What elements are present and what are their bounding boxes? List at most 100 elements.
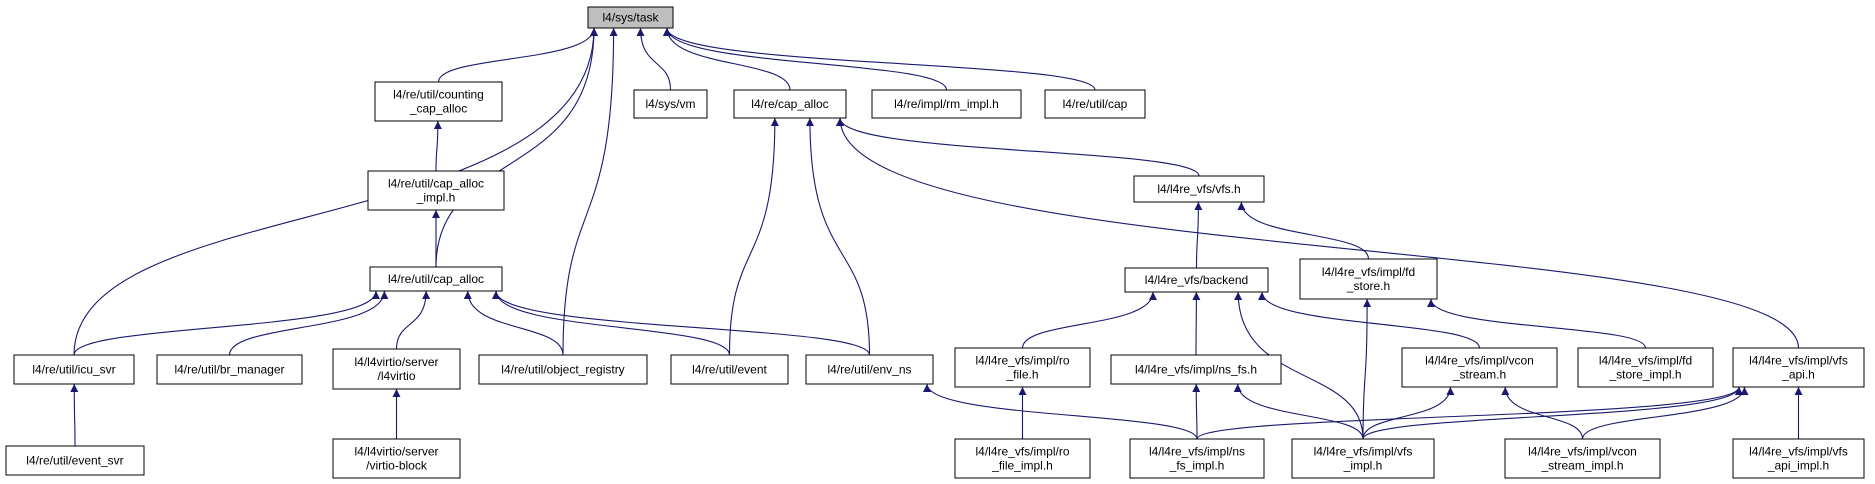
node-label: _api_impl.h: [1767, 459, 1829, 473]
node-box: [478, 354, 648, 385]
node-box: [1504, 438, 1661, 479]
edge-vcon_stream-to-backend: [1258, 291, 1481, 349]
edge-rm_impl-to-sys_task: [663, 27, 948, 91]
node-box: [369, 266, 503, 292]
node-label: l4/re/util/event_svr: [26, 454, 123, 468]
node-fd-store[interactable]: l4/l4re_vfs/impl/fd_store.h: [1299, 258, 1438, 300]
node-label: l4/re/util/counting: [393, 88, 484, 102]
edge-vfs_h-to-re_cap_alloc: [836, 117, 1200, 177]
node-vcon-stream[interactable]: l4/l4re_vfs/impl/vcon_stream.h: [1401, 347, 1558, 388]
node-ns-fs[interactable]: l4/l4re_vfs/impl/ns_fs.h: [1110, 354, 1282, 385]
node-util-cap[interactable]: l4/re/util/cap: [1044, 89, 1146, 119]
node-ro-file-impl[interactable]: l4/l4re_vfs/impl/ro_file_impl.h: [954, 438, 1091, 479]
node-box: [367, 170, 505, 211]
edge-backend-to-vfs_h: [1194, 201, 1203, 269]
edge-event-to-util_cap_alloc: [492, 290, 731, 356]
node-vcon-stream-impl[interactable]: l4/l4re_vfs/impl/vcon_stream_impl.h: [1504, 438, 1661, 479]
edge-icu_svr-to-sys_task: [73, 27, 598, 356]
node-label: l4/re/util/cap: [1063, 97, 1128, 111]
node-label: l4/sys/task: [602, 11, 659, 25]
node-label: l4/l4re_vfs/impl/fd: [1599, 354, 1692, 368]
node-label: _stream_impl.h: [1540, 459, 1623, 473]
node-box: [670, 354, 789, 385]
node-label: l4/l4re_vfs/impl/ns: [1149, 445, 1245, 459]
node-label: _impl.h: [416, 191, 456, 205]
node-box: [1133, 175, 1265, 203]
node-sys-vm[interactable]: l4/sys/vm: [633, 89, 708, 119]
node-box: [1124, 267, 1269, 293]
node-fd-store-impl[interactable]: l4/l4re_vfs/impl/fd_store_impl.h: [1577, 347, 1714, 388]
node-box: [587, 6, 674, 29]
node-event-svr[interactable]: l4/re/util/event_svr: [5, 445, 145, 476]
node-vfs-h[interactable]: l4/l4re_vfs/vfs.h: [1133, 175, 1265, 203]
node-event[interactable]: l4/re/util/event: [670, 354, 789, 385]
edge-fd_store-to-vfs_h: [1237, 201, 1370, 260]
node-vfs-api-impl[interactable]: l4/l4re_vfs/impl/vfs_api_impl.h: [1732, 438, 1865, 479]
edge-counting-to-sys_task: [437, 27, 598, 83]
edge-vfs_impl-to-backend: [1234, 291, 1364, 440]
node-layer: l4/sys/task l4/re/util/counting_cap_alloc…: [5, 6, 1865, 479]
node-label: _stream.h: [1452, 368, 1506, 382]
edge-sys_vm-to-sys_task: [636, 27, 672, 91]
edge-vfs_impl-to-ns_fs: [1233, 383, 1364, 440]
node-box: [1299, 258, 1438, 300]
node-label: l4/sys/vm: [645, 97, 695, 111]
node-label: _cap_alloc: [409, 102, 467, 116]
node-label: /virtio-block: [366, 459, 428, 473]
node-box: [871, 89, 1022, 119]
node-label: l4/l4re_vfs/impl/ns_fs.h: [1135, 363, 1257, 377]
node-label: l4/l4virtio/server: [354, 445, 438, 459]
node-label: l4/re/util/icu_svr: [32, 363, 115, 377]
node-label: l4/l4re_vfs/impl/ro: [975, 445, 1069, 459]
node-object-registry[interactable]: l4/re/util/object_registry: [478, 354, 648, 385]
node-label: l4/re/util/cap_alloc: [388, 272, 484, 286]
node-l4virtio[interactable]: l4/l4virtio/server/l4virtio: [332, 348, 461, 390]
node-icu-svr[interactable]: l4/re/util/icu_svr: [13, 354, 135, 385]
node-label: l4/re/util/event: [692, 363, 767, 377]
node-label: l4/re/util/cap_alloc: [388, 177, 484, 191]
node-box: [1129, 438, 1265, 479]
edge-ro_file-to-backend: [1021, 291, 1157, 349]
node-label: l4/l4re_vfs/vfs.h: [1157, 182, 1240, 196]
node-label: _impl.h: [1343, 459, 1383, 473]
node-ns-fs-impl[interactable]: l4/l4re_vfs/impl/ns_fs_impl.h: [1129, 438, 1265, 479]
node-box: [1291, 438, 1435, 479]
edge-event_svr-to-icu_svr: [70, 383, 79, 447]
node-util-cap-alloc[interactable]: l4/re/util/cap_alloc: [369, 266, 503, 292]
node-box: [13, 354, 135, 385]
node-sys-task[interactable]: l4/sys/task: [587, 6, 674, 29]
node-backend[interactable]: l4/l4re_vfs/backend: [1124, 267, 1269, 293]
node-vfs-impl[interactable]: l4/l4re_vfs/impl/vfs_impl.h: [1291, 438, 1435, 479]
node-label: l4/l4re_vfs/impl/vfs: [1314, 445, 1413, 459]
edge-vcon_stream_impl-to-vfs_api: [1581, 386, 1749, 440]
node-vfs-api[interactable]: l4/l4re_vfs/impl/vfs_api.h: [1732, 347, 1865, 388]
node-label: _store_impl.h: [1608, 368, 1681, 382]
node-counting[interactable]: l4/re/util/counting_cap_alloc: [374, 81, 503, 122]
edge-env_ns-to-util_cap_alloc: [492, 290, 871, 356]
edge-env_ns-to-re_cap_alloc: [805, 117, 871, 356]
edge-fd_store_impl-to-fd_store: [1427, 298, 1647, 349]
edge-event-to-re_cap_alloc: [728, 117, 779, 356]
edge-br_manager-to-util_cap_alloc: [228, 290, 389, 356]
node-re-cap-alloc[interactable]: l4/re/cap_alloc: [733, 89, 847, 119]
node-label: l4/l4re_vfs/impl/vcon: [1528, 445, 1637, 459]
node-box: [374, 81, 503, 122]
node-virtio-block[interactable]: l4/l4virtio/server/virtio-block: [332, 438, 461, 479]
node-box: [805, 354, 934, 385]
edge-util_cap_alloc-to-sys_task: [435, 27, 598, 268]
node-label: l4/l4virtio/server: [354, 355, 438, 369]
node-label: l4/re/util/env_ns: [827, 363, 911, 377]
node-rm-impl[interactable]: l4/re/impl/rm_impl.h: [871, 89, 1022, 119]
node-ro-file[interactable]: l4/l4re_vfs/impl/ro_file.h: [954, 347, 1091, 388]
edge-vfs_impl-to-vfs_api: [1362, 386, 1743, 440]
node-label: _file.h: [1005, 368, 1038, 382]
node-env-ns[interactable]: l4/re/util/env_ns: [805, 354, 934, 385]
node-br-manager[interactable]: l4/re/util/br_manager: [156, 354, 303, 385]
node-cap-alloc-impl[interactable]: l4/re/util/cap_alloc_impl.h: [367, 170, 505, 211]
edge-re_cap_alloc-to-sys_task: [663, 27, 791, 91]
node-label: l4/re/util/br_manager: [174, 363, 284, 377]
node-label: l4/re/util/object_registry: [501, 363, 624, 377]
node-label: l4/l4re_vfs/impl/vcon: [1425, 354, 1534, 368]
edge-layer: [70, 27, 1803, 447]
node-label: l4/l4re_vfs/impl/vfs: [1749, 445, 1848, 459]
